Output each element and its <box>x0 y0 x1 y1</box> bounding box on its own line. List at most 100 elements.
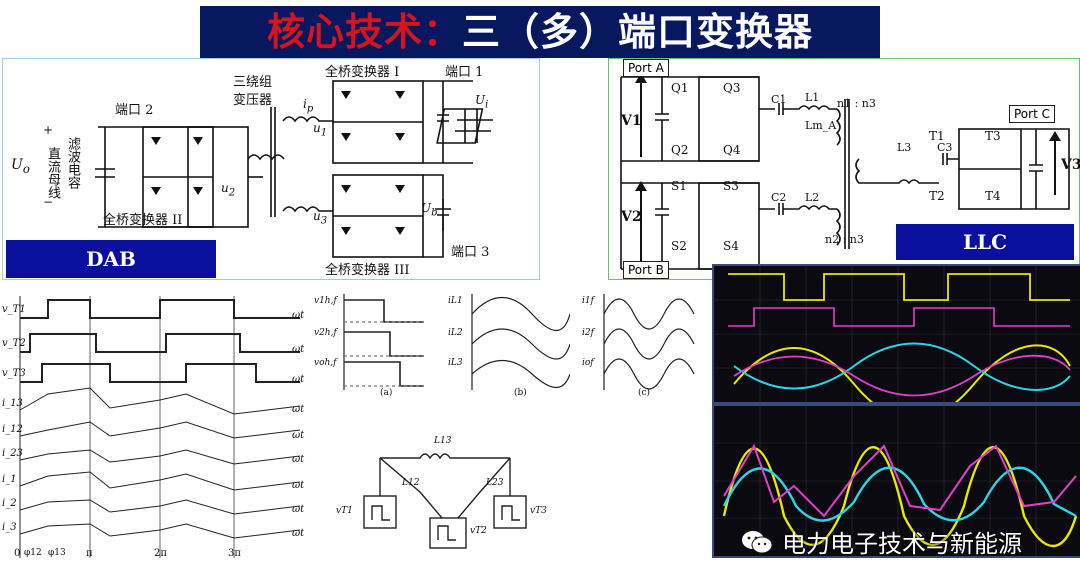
timing-axis-label: ωt <box>292 374 305 385</box>
port-c: Port C <box>1009 105 1055 123</box>
delta-vt3: vT3 <box>530 506 547 516</box>
label-l3: L3 <box>897 141 912 154</box>
wechat-icon <box>742 530 773 553</box>
subplot-b-caption: (b) <box>514 388 527 398</box>
label-c2: C2 <box>771 191 787 204</box>
timing-axis-label: ωt <box>292 504 305 515</box>
label-u3: u3 <box>313 209 328 227</box>
label-port-2: 端口 2 <box>115 103 154 118</box>
title-red: 核心技术： <box>266 10 462 54</box>
timing-axis-label: ωt <box>292 404 305 415</box>
label-q1: Q1 <box>671 81 689 95</box>
subplot-c: i1f i2f iof (c) <box>582 290 700 398</box>
tick-0: 0 <box>14 548 21 559</box>
scope-bottom <box>712 404 1080 558</box>
delta-l12: L12 <box>402 478 420 488</box>
label-ub: Ub <box>421 201 438 219</box>
label-minus-left: − <box>43 195 54 209</box>
timing-row-label: i_23 <box>2 448 23 459</box>
timing-row-label: i_13 <box>2 398 23 409</box>
timing-row-label: i_2 <box>2 498 17 509</box>
subplot-b-label-3: iL3 <box>448 358 463 368</box>
subplot-a-label-1: v1h,f <box>314 296 337 306</box>
label-u1: u1 <box>313 121 328 139</box>
timing-axis-label: ωt <box>292 310 305 321</box>
label-ui: Ui <box>475 93 489 111</box>
scope-top <box>712 264 1080 421</box>
delta-model: L13 L12 L23 vT1 vT2 vT3 <box>330 430 570 554</box>
subplot-a-caption: (a) <box>380 388 393 398</box>
label-transformer: 变压器 <box>233 93 273 108</box>
subplot-c-label-3: iof <box>582 358 594 368</box>
dab-schematic <box>95 80 493 258</box>
timing-axis-label: ωt <box>292 430 305 441</box>
delta-vt2: vT2 <box>470 526 487 536</box>
label-bridge-3: 全桥变换器 III <box>325 263 410 278</box>
label-port-3: 端口 3 <box>451 245 490 260</box>
timing-row-label: i_3 <box>2 522 17 533</box>
label-uo: Uo <box>11 157 30 176</box>
label-s1: S1 <box>671 179 687 193</box>
delta-l13: L13 <box>434 436 452 446</box>
label-plus-left: + <box>43 123 54 137</box>
watermark: 电力电子技术与新能源 <box>740 524 1022 559</box>
label-three-winding: 三绕组 <box>233 75 273 90</box>
label-port-1: 端口 1 <box>445 65 484 80</box>
subplot-b-svg <box>471 294 571 390</box>
label-v3: V3 <box>1061 157 1080 173</box>
scope-top-svg <box>714 266 1080 421</box>
timing-row-label: i_1 <box>2 474 17 485</box>
label-t2: T2 <box>929 189 945 203</box>
llc-panel: Port A Port B Port C V1 V2 V3 Q1 Q3 Q2 Q… <box>608 58 1080 280</box>
label-s4: S4 <box>723 239 739 253</box>
label-t3: T3 <box>985 129 1001 143</box>
label-dc-bus: 直流母线 <box>45 147 60 199</box>
delta-vt1: vT1 <box>336 506 353 516</box>
label-filter-cap: 滤波电容 <box>65 137 80 189</box>
timing-row-label: v_T1 <box>2 304 26 315</box>
port-b: Port B <box>623 261 669 279</box>
dab-panel: 三绕组 变压器 全桥变换器 I 端口 1 端口 2 全桥变换器 II 全桥变换器… <box>2 58 540 280</box>
subplot-b-label-2: iL2 <box>448 328 463 338</box>
label-u2: u2 <box>221 181 236 199</box>
dab-badge: DAB <box>6 240 216 278</box>
label-c1: C1 <box>771 93 787 106</box>
tick-phi12: φ12 <box>24 548 42 558</box>
tick-2pi: 2π <box>154 548 167 559</box>
subplot-b: iL1 iL2 iL3 (b) <box>448 290 571 398</box>
subplot-a-label-2: v2h,f <box>314 328 337 338</box>
subplot-c-caption: (c) <box>638 388 651 398</box>
timing-axis-label: ωt <box>292 454 305 465</box>
label-s3: S3 <box>723 179 739 193</box>
tick-pi: π <box>86 548 93 559</box>
label-v1: V1 <box>621 113 642 129</box>
tick-3pi: 3π <box>228 548 241 559</box>
label-ip: ip <box>303 97 314 115</box>
label-c3: C3 <box>937 141 953 154</box>
label-q4: Q4 <box>723 143 741 157</box>
timing-svg: v_T1ωtv_T2ωtv_T3ωti_13ωti_12ωti_23ωti_1ω… <box>2 296 305 558</box>
timing-row-label: v_T2 <box>2 338 26 349</box>
label-t4: T4 <box>985 189 1001 203</box>
title-white: 三（多）端口变换器 <box>462 10 814 54</box>
llc-badge: LLC <box>896 224 1074 260</box>
delta-model-svg <box>363 453 527 549</box>
label-ratio-top: n1 : n3 <box>837 97 876 110</box>
label-v2: V2 <box>621 209 642 225</box>
subplot-c-label-2: i2f <box>582 328 594 338</box>
timing-axis-label: ωt <box>292 528 305 539</box>
label-l2: L2 <box>805 191 820 204</box>
label-lm: Lm_A <box>805 119 837 132</box>
page-title: 核心技术：三（多）端口变换器 <box>200 6 880 58</box>
subplot-a-svg <box>343 294 424 390</box>
watermark-text: 电力电子技术与新能源 <box>782 530 1022 558</box>
label-bridge-2: 全桥变换器 II <box>103 213 183 228</box>
subplot-c-svg <box>603 294 695 390</box>
label-t1: T1 <box>929 129 945 143</box>
label-l1: L1 <box>805 91 820 104</box>
port-a: Port A <box>623 59 669 77</box>
timing-row-label: v_T3 <box>2 368 26 379</box>
timing-axis-label: ωt <box>292 480 305 491</box>
label-q3: Q3 <box>723 81 741 95</box>
